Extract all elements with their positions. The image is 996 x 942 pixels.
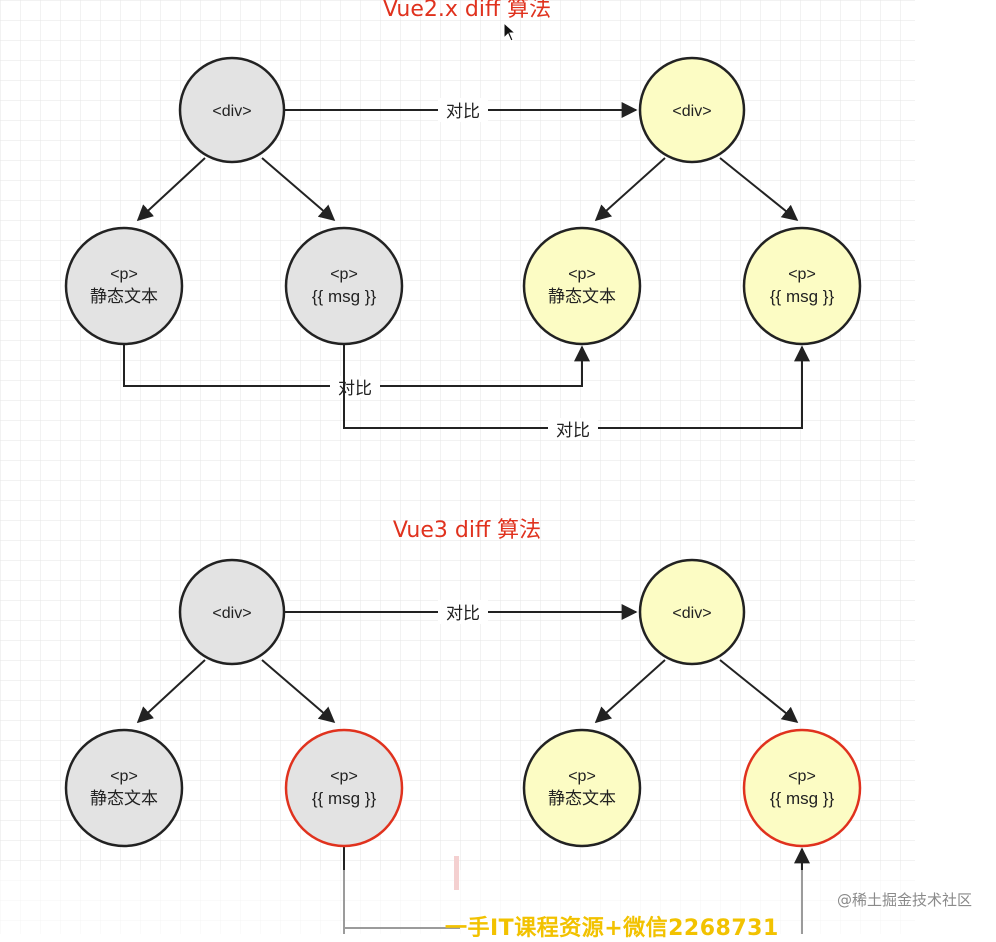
new-child2-node-highlighted: <p> {{ msg }} (742, 728, 862, 848)
edge-new-root-child2 (719, 659, 799, 724)
node-label-content: {{ msg }} (770, 287, 835, 306)
node-label-content: 静态文本 (90, 287, 158, 307)
node-label-content: 静态文本 (548, 789, 616, 809)
node-label: <div> (212, 605, 251, 622)
node-label-tag: <p> (110, 768, 138, 785)
new-root-node: <div> (638, 56, 746, 164)
overlay-caption: 一手IT课程资源+微信2268731 (445, 916, 779, 941)
new-child1-node: <p> 静态文本 (522, 728, 642, 848)
old-root-node: <div> (178, 56, 286, 164)
node-label-content: {{ msg }} (312, 789, 377, 808)
new-child1-node: <p> 静态文本 (522, 226, 642, 346)
new-child2-node: <p> {{ msg }} (742, 226, 862, 346)
node-label-content: {{ msg }} (312, 287, 377, 306)
vue3-diff-section: Vue3 diff 算法 对比 <div> <p> 静态文本 <p> {{ ms… (64, 518, 862, 934)
node-label-tag: <p> (568, 768, 596, 785)
edge-old-root-child2 (261, 157, 336, 222)
new-root-node: <div> (638, 558, 746, 666)
old-child1-node: <p> 静态文本 (64, 728, 184, 848)
node-label-tag: <p> (330, 768, 358, 785)
root-compare-label: 对比 (446, 102, 480, 122)
old-root-node: <div> (178, 558, 286, 666)
edge-new-root-child1 (594, 157, 666, 222)
old-child1-node: <p> 静态文本 (64, 226, 184, 346)
node-label-tag: <p> (568, 266, 596, 283)
section-title: Vue3 diff 算法 (393, 518, 541, 543)
node-label-tag: <p> (110, 266, 138, 283)
node-label: <div> (212, 103, 251, 120)
node-label: <div> (672, 605, 711, 622)
vue2-diff-section: Vue2.x diff 算法 对比 对比 对比 <div> <p> 静态文本 (64, 0, 862, 441)
edge-old-root-child2 (261, 659, 336, 724)
mouse-pointer-icon (503, 22, 517, 42)
root-compare-label: 对比 (446, 604, 480, 624)
compare-label-child2: 对比 (556, 421, 590, 441)
node-label-content: 静态文本 (548, 287, 616, 307)
node-label-tag: <p> (788, 768, 816, 785)
watermark-text: @稀土掘金技术社区 (836, 891, 972, 909)
edge-new-root-child1 (594, 659, 666, 724)
node-label: <div> (672, 103, 711, 120)
compare-label-child1: 对比 (338, 379, 372, 399)
node-label-tag: <p> (788, 266, 816, 283)
section-title: Vue2.x diff 算法 (383, 0, 551, 22)
old-child2-node: <p> {{ msg }} (284, 226, 404, 346)
edge-old-root-child1 (136, 157, 206, 222)
node-label-content: {{ msg }} (770, 789, 835, 808)
node-label-tag: <p> (330, 266, 358, 283)
edge-new-root-child2 (719, 157, 799, 222)
edge-old-root-child1 (136, 659, 206, 724)
text-cursor (454, 856, 459, 890)
old-child2-node-highlighted: <p> {{ msg }} (284, 728, 404, 848)
node-label-content: 静态文本 (90, 789, 158, 809)
